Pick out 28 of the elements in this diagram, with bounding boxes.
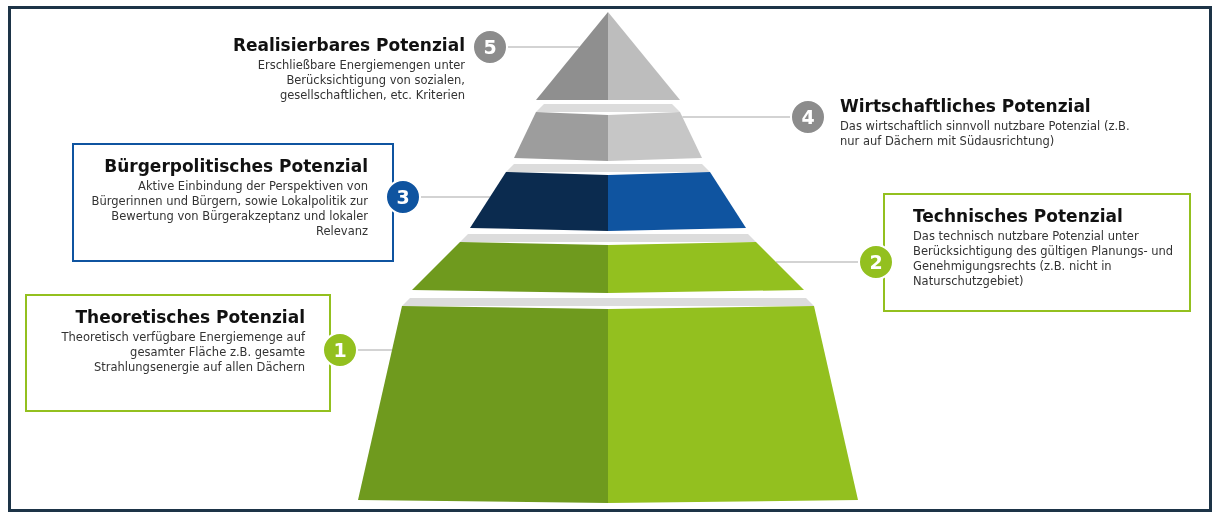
pyramid-tier [470, 164, 746, 231]
number-badge: 5 [472, 29, 508, 65]
number-badge: 3 [385, 179, 421, 215]
leader-line [357, 349, 393, 351]
leader-line [507, 46, 581, 48]
pyramid-tier [358, 298, 858, 503]
info-box [25, 294, 331, 412]
pyramid-tier [412, 234, 804, 293]
number-badge: 2 [858, 244, 894, 280]
description: Das wirtschaftlich sinnvoll nutzbare Potenzial (z.B. nur auf Dächern mit Südausrichtung) [840, 119, 1131, 149]
description: Erschließbare Energiemengen unter Berücksichtigung von sozialen, gesellschaftlichen, etc. Kriterien [256, 58, 465, 103]
heading: Realisierbares Potenzial [231, 34, 465, 56]
info-box [883, 193, 1191, 312]
description: Das technisch nutzbare Potenzial unter Berücksichtigung des gültigen Planungs- und Genehmigungsrechts (z.B. nicht in Naturschutzgebiet) [913, 229, 1175, 289]
leader-line [681, 116, 791, 118]
pyramid-tier [514, 104, 702, 161]
description: Theoretisch verfügbare Energiemenge auf gesamter Fläche z.B. gesamte Strahlungsenergie auf allen Dächern [60, 330, 305, 375]
description: Aktive Einbindung der Perspektiven von Bürgerinnen und Bürgern, sowie Lokalpolitik zur Bewertung von Bürgerakzeptanz und lokaler Relevanz [90, 179, 368, 239]
number-badge: 1 [322, 332, 358, 368]
pyramid-top [536, 12, 680, 100]
heading: Technisches Potenzial [913, 205, 1124, 227]
heading: Bürgerpolitisches Potenzial [103, 155, 368, 177]
leader-line [775, 261, 859, 263]
leader-line [420, 196, 491, 198]
heading: Wirtschaftliches Potenzial [840, 95, 1092, 117]
info-box [72, 143, 394, 262]
number-badge: 4 [790, 99, 826, 135]
heading: Theoretisches Potenzial [74, 306, 305, 328]
